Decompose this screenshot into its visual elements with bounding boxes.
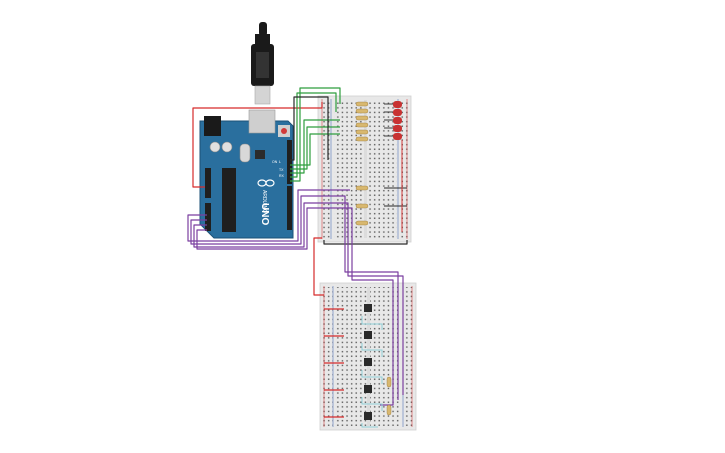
atmega-chip (222, 168, 236, 232)
led-icon (393, 101, 402, 140)
rx-label: RX (279, 174, 285, 178)
reset-button-cap (281, 128, 287, 134)
resistor-icon (355, 101, 369, 226)
model-text: UNO (259, 203, 270, 225)
analog-header (205, 203, 211, 231)
wire-purple-2 (190, 195, 399, 400)
wire-red-bottom (313, 237, 324, 296)
brand-text: ARDUINO (261, 190, 267, 213)
arduino-logo (257, 179, 275, 187)
power-header (205, 168, 211, 198)
arduino-uno-board: ARDUINO UNO L ON TX RX (199, 109, 294, 239)
digital-header-low (287, 186, 292, 230)
button-power-jumpers (324, 308, 344, 418)
teal-jumpers (361, 316, 383, 428)
crystal (239, 143, 251, 163)
wire-green-5 (290, 133, 340, 166)
capacitor (221, 141, 233, 153)
pushbutton-icon[interactable] (364, 304, 372, 420)
led-ground-jumpers (384, 103, 407, 207)
wire-red-5v (192, 102, 323, 188)
wire-black-1 (290, 96, 329, 161)
led-label: L (279, 160, 281, 164)
usb-chip (255, 150, 265, 159)
wire-purple-3 (193, 202, 404, 395)
tx-label: TX (279, 168, 284, 172)
on-label: ON (272, 160, 278, 164)
power-jack (204, 116, 221, 136)
wire-green-1 (290, 87, 341, 182)
usb-port (248, 109, 276, 134)
wire-green-3 (290, 119, 340, 174)
digital-header-high (287, 140, 292, 184)
wire-purple-4 (196, 207, 394, 406)
wire-green-4 (290, 126, 340, 170)
capacitor (209, 141, 221, 153)
wire-green-2 (290, 92, 337, 178)
wire-black-2 (323, 240, 408, 245)
wires (187, 87, 408, 406)
resistor-icon (386, 376, 392, 416)
usb-cable-icon (251, 22, 274, 105)
wire-purple-1 (187, 189, 350, 242)
